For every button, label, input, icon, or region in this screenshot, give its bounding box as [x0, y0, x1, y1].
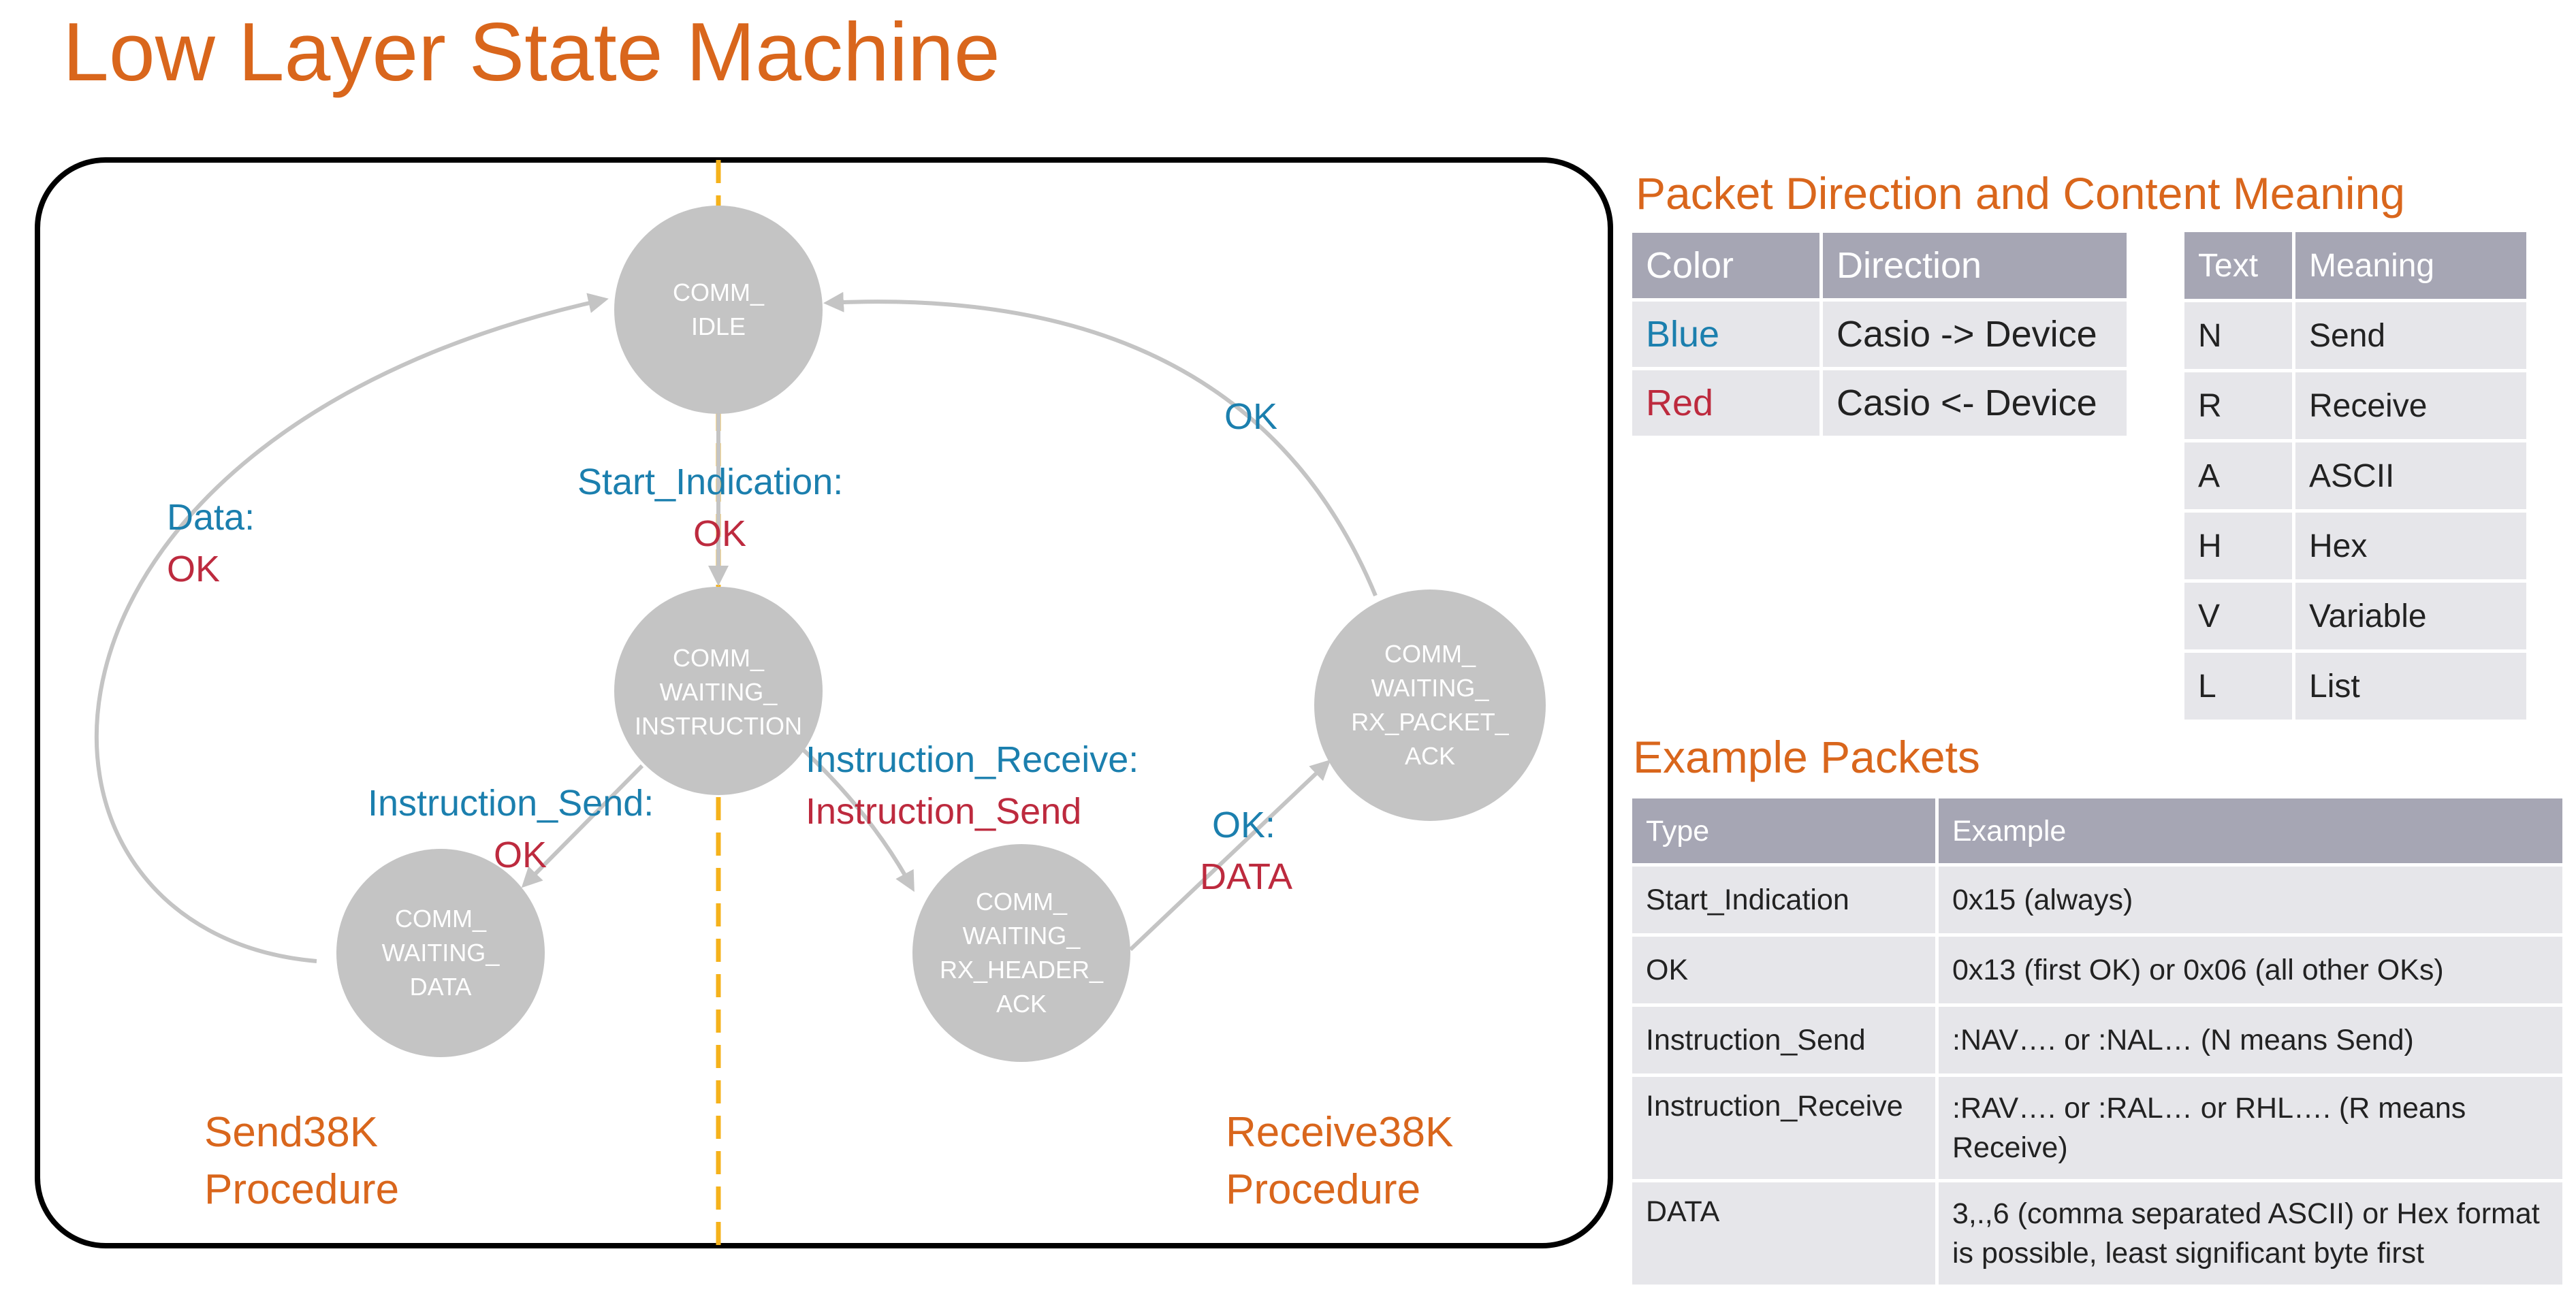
node-comm-idle: [614, 206, 823, 414]
text-cell: H: [2184, 513, 2292, 579]
edge-label-ok-data-reply: DATA: [1200, 856, 1293, 897]
text-cell: A: [2184, 442, 2292, 509]
edge-label-start-indication-packet: Start_Indication:: [577, 462, 844, 502]
text-cell: R: [2184, 372, 2292, 439]
type-cell: Instruction_Send: [1632, 1007, 1935, 1073]
node-label-rx-packet-ack: COMM_ WAITING_ RX_PACKET_ ACK: [1351, 640, 1509, 770]
meaning-cell: List: [2295, 653, 2526, 720]
node-comm-waiting-rx-header-ack: [912, 844, 1130, 1062]
text-cell: N: [2184, 302, 2292, 369]
edge-label-instruction-send-reply: OK: [494, 835, 547, 875]
node-comm-waiting-data: [336, 849, 545, 1057]
edge-label-data-packet: Data:: [167, 497, 255, 538]
edge-label-data-ok: Data: OK: [167, 491, 255, 595]
packet-direction-table: Color Direction Blue Casio -> Device Red…: [1629, 229, 2130, 439]
node-label-idle: COMM_ IDLE: [673, 278, 764, 340]
column-header: Type: [1632, 798, 1935, 863]
meaning-cell: ASCII: [2295, 442, 2526, 509]
edge-label-instruction-receive: Instruction_Receive: Instruction_Send: [806, 734, 1139, 837]
edge-label-data-reply: OK: [167, 549, 221, 590]
column-header: Meaning: [2295, 232, 2526, 299]
packet-direction-title: Packet Direction and Content Meaning: [1636, 168, 2405, 219]
example-cell: 0x15 (always): [1939, 867, 2562, 933]
meaning-cell: Variable: [2295, 583, 2526, 649]
page-title: Low Layer State Machine: [63, 5, 1000, 98]
example-cell: 3,.,6 (comma separated ASCII) or Hex for…: [1939, 1182, 2562, 1285]
table-row: Red Casio <- Device: [1632, 370, 2127, 436]
color-cell: Blue: [1632, 302, 1819, 367]
node-label-waiting-data: COMM_ WAITING_ DATA: [381, 905, 500, 1001]
table-row: Instruction_Send:NAV…. or :NAL… (N means…: [1632, 1007, 2562, 1073]
table-row: Instruction_Receive:RAV…. or :RAL… or RH…: [1632, 1077, 2562, 1179]
column-header: Color: [1632, 233, 1819, 298]
meaning-cell: Receive: [2295, 372, 2526, 439]
edge-label-instruction-receive-reply: Instruction_Send: [806, 791, 1082, 832]
table-header-row: Color Direction: [1632, 233, 2127, 298]
send-procedure-line-2: Procedure: [204, 1166, 400, 1213]
receive-procedure-label: Receive38K Procedure: [1226, 1104, 1453, 1218]
state-machine-diagram: COMM_ IDLE COMM_ WAITING_ INSTRUCTION CO…: [35, 157, 1613, 1248]
edge-ok-return: [823, 291, 1378, 597]
meaning-cell: Hex: [2295, 513, 2526, 579]
table-header-row: Type Example: [1632, 798, 2562, 863]
example-cell: :NAV…. or :NAL… (N means Send): [1939, 1007, 2562, 1073]
edge-label-ok-data-packet: OK:: [1212, 805, 1276, 845]
column-header: Example: [1939, 798, 2562, 863]
node-label-waiting-instruction: COMM_ WAITING_ INSTRUCTION: [635, 644, 802, 740]
text-cell: V: [2184, 583, 2292, 649]
diagram-frame: [35, 157, 1613, 1248]
color-cell: Red: [1632, 370, 1819, 436]
type-cell: OK: [1632, 937, 1935, 1003]
type-cell: DATA: [1632, 1182, 1935, 1285]
edge-label-instruction-send: Instruction_Send: OK: [368, 777, 654, 881]
edge-data-ok: [94, 293, 609, 963]
text-cell: L: [2184, 653, 2292, 720]
receive-procedure-line-2: Procedure: [1226, 1166, 1421, 1213]
state-machine-canvas: [35, 157, 1613, 1248]
node-comm-waiting-rx-packet-ack: [1314, 590, 1546, 821]
edge-label-instruction-send-packet: Instruction_Send:: [368, 783, 654, 824]
meaning-cell: Send: [2295, 302, 2526, 369]
example-cell: 0x13 (first OK) or 0x06 (all other OKs): [1939, 937, 2562, 1003]
type-cell: Start_Indication: [1632, 867, 1935, 933]
table-header-row: Text Meaning: [2184, 232, 2526, 299]
edge-ok-data: [1128, 759, 1331, 952]
table-row: Blue Casio -> Device: [1632, 302, 2127, 367]
edge-label-start-indication: Start_Indication: OK: [577, 456, 843, 560]
edge-instruction-send: [521, 764, 644, 888]
edge-label-ok-data: OK: DATA: [1200, 799, 1292, 903]
send-procedure-label: Send38K Procedure: [204, 1104, 399, 1218]
edge-instruction-receive: [800, 747, 915, 892]
edge-label-start-indication-reply: OK: [693, 513, 747, 554]
node-label-rx-header-ack: COMM_ WAITING_ RX_HEADER_ ACK: [939, 888, 1104, 1018]
edge-label-instruction-receive-packet: Instruction_Receive:: [806, 739, 1139, 780]
type-cell: Instruction_Receive: [1632, 1077, 1935, 1179]
direction-cell: Casio <- Device: [1823, 370, 2127, 436]
receive-procedure-line-1: Receive38K: [1226, 1109, 1454, 1156]
column-header: Direction: [1823, 233, 2127, 298]
example-packets-title: Example Packets: [1633, 732, 1980, 782]
edge-label-ok-return: OK: [1224, 396, 1278, 437]
node-comm-waiting-instruction: [614, 587, 823, 795]
example-cell: :RAV…. or :RAL… or RHL…. (R means Receiv…: [1939, 1077, 2562, 1179]
send-procedure-line-1: Send38K: [204, 1109, 379, 1156]
direction-cell: Casio -> Device: [1823, 302, 2127, 367]
column-header: Text: [2184, 232, 2292, 299]
